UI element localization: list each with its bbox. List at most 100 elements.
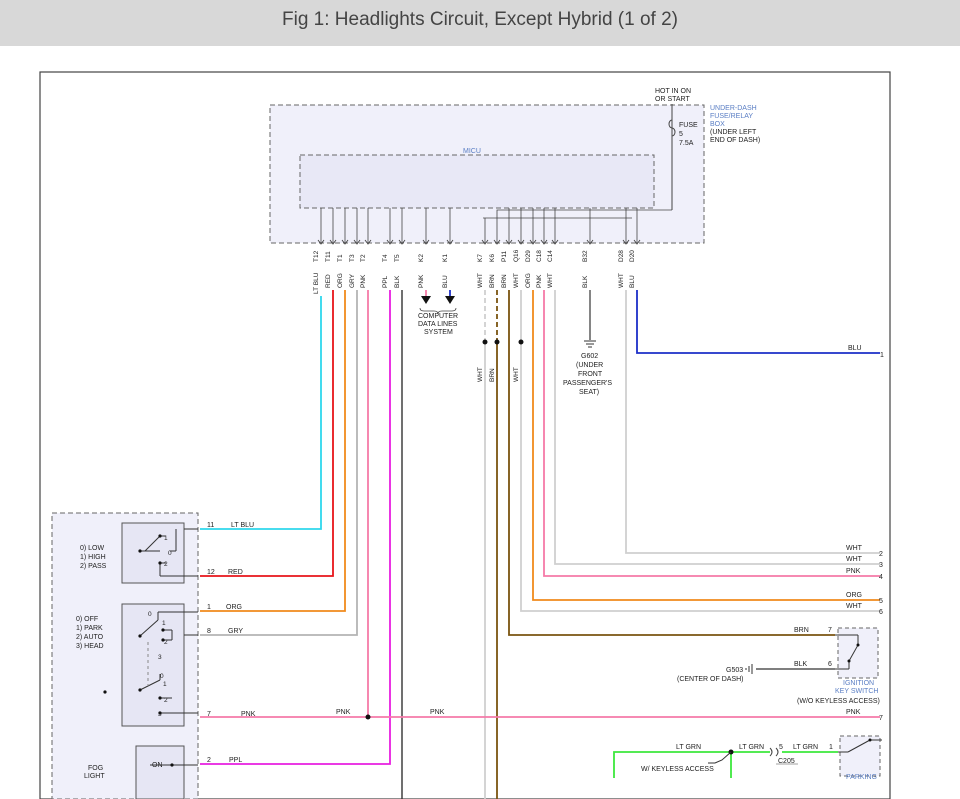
keyless-switch [708, 751, 732, 764]
svg-text:12: 12 [207, 569, 215, 576]
svg-text:7: 7 [207, 711, 211, 718]
pin-label: K2 [418, 254, 425, 262]
wire-label: WHT [513, 273, 520, 288]
wire-label: RED [228, 569, 243, 576]
pin-label: T5 [394, 254, 401, 262]
splice-dot [494, 339, 500, 345]
hot-label-1: HOT IN ON [655, 88, 691, 95]
wire-label: PNK [430, 709, 445, 716]
switch-pin-numbers: 11 12 1 8 7 2 [207, 522, 215, 764]
g602-label-2: (UNDER [576, 362, 603, 369]
row-number: 1 [880, 352, 884, 359]
ground-g503-symbol [745, 664, 753, 674]
fuse-label-3: 7.5A [679, 140, 694, 147]
right-wire-labels: BLU WHT WHT PNK ORG WHT BRN BLK PNK PNK … [336, 345, 863, 751]
micu-box [299, 154, 655, 209]
wire-label: BLK [582, 275, 589, 288]
wire-label: RED [325, 274, 332, 288]
wire-blu-d20 [636, 290, 880, 354]
udf-label-3: BOX [710, 121, 725, 128]
wire-label: LT GRN [676, 744, 701, 751]
wire-org [200, 290, 346, 612]
fog-switch-box [135, 745, 185, 799]
fog-label-2: LIGHT [84, 773, 105, 780]
fog-label-1: FOG [88, 765, 103, 772]
ign-label-1: IGNITION [843, 680, 874, 687]
switch-legend: 3) HEAD [76, 643, 104, 650]
g503-label-2: (CENTER OF DASH) [677, 676, 744, 683]
pin-label: T3 [349, 254, 356, 262]
pin-label: B32 [582, 250, 589, 262]
wire-label: LT BLU [231, 522, 254, 529]
wire-label: WHT [846, 545, 863, 552]
svg-text:2: 2 [164, 639, 168, 646]
wire-lt-grn [613, 751, 770, 778]
row-number: 5 [879, 598, 883, 605]
wire-label: BLU [848, 345, 862, 352]
wire-label: PPL [229, 757, 242, 764]
fuse-label-1: FUSE [679, 122, 698, 129]
cdl-label-1: COMPUTER [418, 313, 458, 320]
data-lines-brace [419, 307, 457, 315]
svg-text:8: 8 [207, 628, 211, 635]
switch-legend: 0) OFF [76, 616, 98, 623]
ign-label-3: (W/O KEYLESS ACCESS) [797, 698, 880, 705]
parking-label: PARKING [846, 774, 877, 781]
hot-label-2: OR START [655, 96, 690, 103]
pin-label: K7 [477, 254, 484, 262]
wire-label: WHT [477, 367, 484, 382]
wire-brn-p11 [508, 290, 835, 636]
wire-label: WHT [513, 367, 520, 382]
row-number: 7 [879, 715, 883, 722]
ign-label-2: KEY SWITCH [835, 688, 878, 695]
wire-label: ORG [226, 604, 242, 611]
svg-text:0: 0 [168, 550, 172, 557]
pin-label: C14 [547, 250, 554, 262]
svg-text:11: 11 [207, 522, 214, 529]
wire-label: WHT [477, 273, 484, 288]
wkey-label: W/ KEYLESS ACCESS [641, 766, 714, 773]
wire-org-d29 [532, 290, 880, 601]
left-wire-labels: LT BLU RED ORG GRY PNK PPL [226, 522, 256, 764]
wire-label: BLK [794, 661, 808, 668]
wire-label: LT GRN [793, 744, 818, 751]
switch-legend: 2) PASS [80, 563, 107, 570]
svg-text:1: 1 [162, 620, 166, 627]
wire-label: WHT [846, 556, 863, 563]
ground-g602-symbol [584, 340, 596, 348]
wire-wht-c14 [554, 290, 880, 565]
g503-label-1: G503 [726, 667, 743, 674]
wire-wht-d28 [625, 290, 880, 554]
figure-header: Fig 1: Headlights Circuit, Except Hybrid… [0, 0, 960, 46]
figure-title: Fig 1: Headlights Circuit, Except Hybrid… [282, 9, 678, 30]
ignition-switch-symbol [835, 634, 859, 670]
wire-pnk-c18 [543, 290, 880, 577]
udf-label-1: UNDER-DASH [710, 105, 757, 112]
wire-label: BRN [794, 627, 809, 634]
switch-internals [139, 528, 198, 766]
pin-label: D29 [525, 250, 532, 262]
wire-ppl [200, 290, 391, 765]
micu-label: MICU [463, 148, 481, 155]
row-number: 3 [879, 562, 883, 569]
connector-chevrons [317, 239, 641, 245]
wire-label: LT GRN [739, 744, 764, 751]
wire-label: PPL [382, 275, 389, 288]
svg-text:2: 2 [207, 757, 211, 764]
pin-label: Q16 [513, 249, 520, 262]
wires [200, 290, 880, 799]
wire-wht-q16 [520, 290, 880, 612]
switch-contact-dots [103, 534, 174, 767]
wire-label: WHT [846, 603, 863, 610]
g602-label-1: G602 [581, 353, 598, 360]
wire-label: ORG [337, 273, 344, 288]
splice-dot [365, 714, 371, 720]
pin-label: T12 [313, 250, 320, 262]
svg-text:3: 3 [158, 654, 162, 661]
g602-label-4: PASSENGER'S [563, 380, 612, 387]
row-number: 1 [829, 744, 833, 751]
pin-label: T1 [337, 254, 344, 262]
g602-label-3: FRONT [578, 371, 603, 378]
pin-label: K6 [489, 254, 496, 262]
